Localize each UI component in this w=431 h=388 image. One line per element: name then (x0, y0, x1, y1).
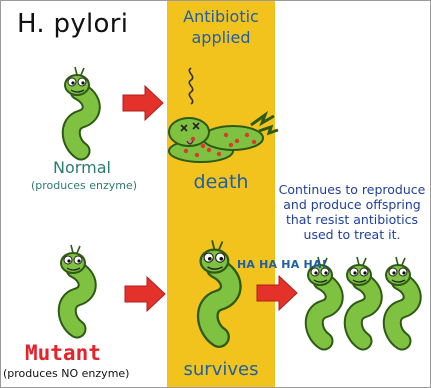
normal-label: Normal (37, 158, 127, 177)
mutant-sublabel: (produces NO enzyme) (3, 367, 129, 380)
laugh-text: HA HA HA HA! (237, 258, 327, 271)
page-title: H. pylori (17, 9, 128, 39)
mutant-label: Mutant (25, 341, 101, 365)
arrow-right-icon (123, 86, 163, 120)
continues-line4: used to treat it. (273, 227, 431, 242)
bacterium-mutant-icon (61, 245, 87, 329)
continues-line2: and produce offspring (273, 197, 431, 212)
survives-label: survives (167, 359, 275, 380)
dead-bacterium-icon (169, 68, 278, 162)
normal-sublabel: (produces enzyme) (9, 179, 159, 192)
death-label: death (167, 171, 275, 193)
antibiotic-label-line2: applied (167, 28, 275, 47)
arrow-right-icon (257, 276, 297, 310)
bacterium-normal-icon (65, 67, 91, 151)
continues-line1: Continues to reproduce (273, 182, 431, 197)
antibiotic-label-line1: Antibiotic (167, 7, 275, 26)
arrow-right-icon (125, 277, 165, 311)
bacterium-survivor-icon (201, 240, 231, 337)
continues-line3: that resist antibiotics (273, 212, 431, 227)
